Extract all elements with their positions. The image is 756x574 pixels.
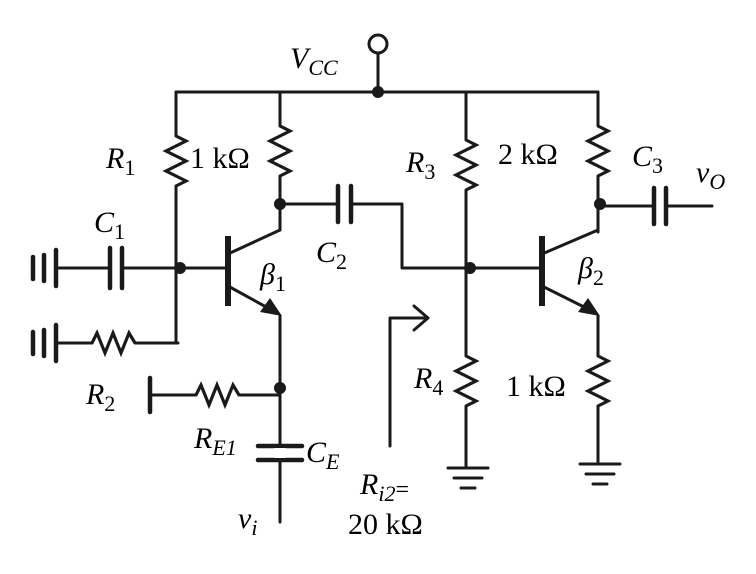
resistor-re2	[578, 354, 622, 486]
q2-label: β2	[577, 252, 604, 290]
capacitor-c2	[278, 183, 474, 270]
vi-label: vi	[238, 502, 257, 540]
r3-label: R3	[405, 146, 435, 184]
rc2-value: 2 kΩ	[498, 138, 558, 171]
re1-label: RE1	[193, 422, 237, 460]
vcc-terminal	[367, 33, 389, 94]
vo-label: vO	[696, 156, 725, 194]
r2-label: R2	[85, 378, 115, 416]
vcc-label: VCC	[290, 42, 338, 80]
c1-label: C1	[94, 206, 125, 244]
capacitor-c1	[30, 245, 228, 291]
c3-label: C3	[632, 140, 663, 178]
vcc-junction	[372, 86, 384, 98]
base1-junction	[174, 262, 186, 274]
resistor-r1	[162, 90, 190, 344]
ce-label: CE	[306, 436, 340, 474]
resistor-r4	[446, 354, 490, 490]
ri2-arrow	[388, 304, 430, 448]
r4-label: R4	[413, 362, 443, 400]
capacitor-ce	[255, 443, 305, 463]
capacitor-c3	[598, 185, 714, 227]
resistor-re1	[147, 375, 282, 415]
r1-label: R1	[105, 142, 135, 180]
ri2-label: Ri2=	[359, 468, 409, 506]
resistor-r3	[452, 90, 480, 358]
resistor-r2	[30, 322, 180, 364]
rc1-value: 1 kΩ	[190, 142, 250, 175]
re2-value: 1 kΩ	[506, 370, 566, 403]
collector2-junction	[594, 198, 606, 210]
emitter1-junction	[274, 382, 286, 394]
c2-label: C2	[316, 236, 347, 274]
resistor-rc2	[584, 90, 612, 234]
transistor-q1	[225, 228, 282, 524]
ri2-value: 20 kΩ	[348, 508, 423, 541]
q1-label: β1	[259, 258, 286, 296]
transistor-q2	[539, 228, 600, 358]
